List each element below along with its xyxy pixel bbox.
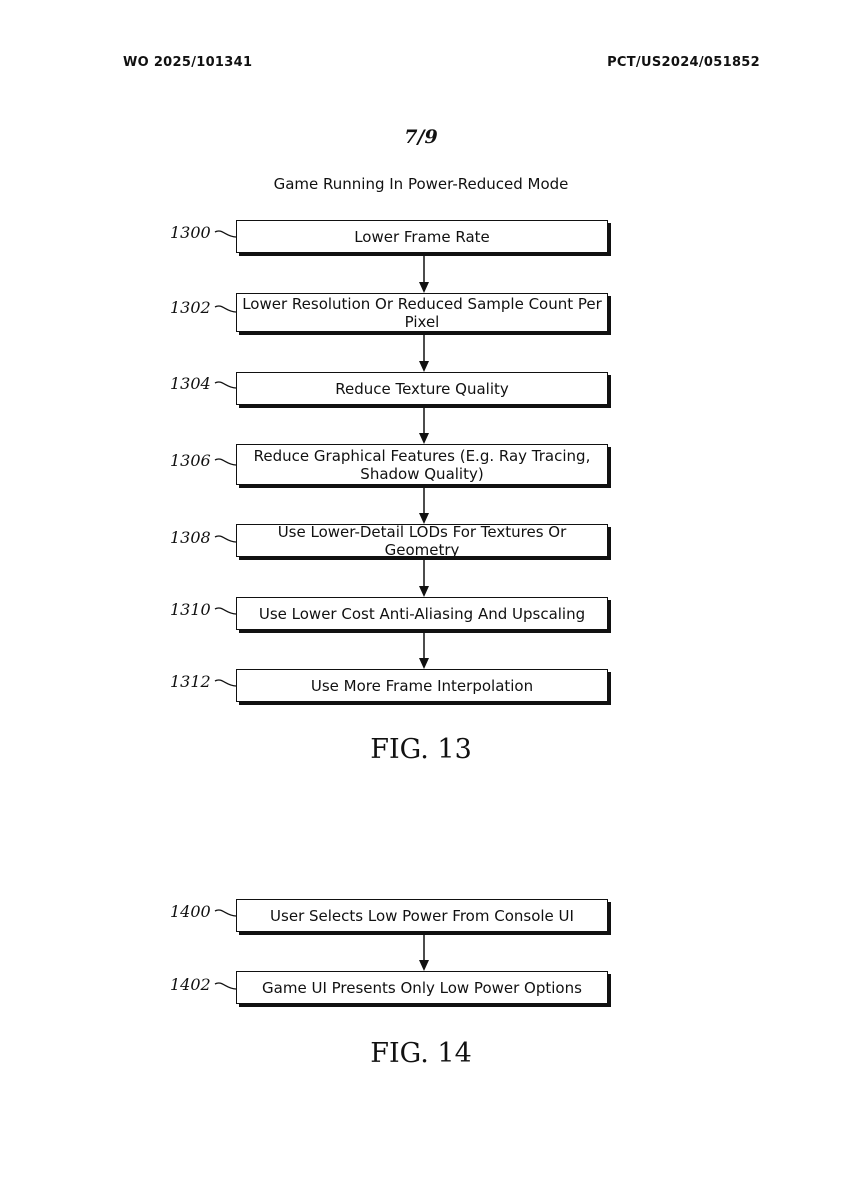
- arrow-1400-1402: [419, 935, 429, 971]
- step-box-1400: User Selects Low Power From Console UI: [236, 899, 608, 932]
- arrow-1302-1304: [419, 335, 429, 372]
- step-box-1302: Lower Resolution Or Reduced Sample Count…: [236, 293, 608, 332]
- arrow-1304-1306: [419, 408, 429, 444]
- leader-line-1302: [214, 305, 237, 313]
- step-box-1306: Reduce Graphical Features (E.g. Ray Trac…: [236, 444, 608, 485]
- leader-line-1402: [214, 982, 237, 990]
- step-box-1310: Use Lower Cost Anti-Aliasing And Upscali…: [236, 597, 608, 630]
- ref-1312: 1312: [170, 672, 211, 691]
- leader-line-1306: [214, 458, 237, 466]
- leader-line-1304: [214, 381, 237, 389]
- ref-1300: 1300: [170, 223, 211, 242]
- arrow-1308-1310: [419, 560, 429, 597]
- step-label-1302: Lower Resolution Or Reduced Sample Count…: [242, 294, 602, 331]
- step-label-1306: Reduce Graphical Features (E.g. Ray Trac…: [253, 446, 591, 483]
- step-label-1400: User Selects Low Power From Console UI: [270, 906, 574, 925]
- leader-line-1308: [214, 535, 237, 543]
- step-label-1402: Game UI Presents Only Low Power Options: [262, 978, 582, 997]
- step-box-1402: Game UI Presents Only Low Power Options: [236, 971, 608, 1004]
- step-box-1300: Lower Frame Rate: [236, 220, 608, 253]
- ref-1308: 1308: [170, 528, 211, 547]
- ref-1402: 1402: [170, 975, 211, 994]
- step-label-1300: Lower Frame Rate: [354, 227, 490, 246]
- application-number: PCT/US2024/051852: [607, 55, 760, 70]
- ref-1304: 1304: [170, 374, 211, 393]
- step-label-1304: Reduce Texture Quality: [335, 379, 509, 398]
- sheet-number: 7/9: [404, 126, 438, 148]
- ref-1400: 1400: [170, 902, 211, 921]
- step-box-1304: Reduce Texture Quality: [236, 372, 608, 405]
- leader-line-1312: [214, 679, 237, 687]
- leader-line-1310: [214, 607, 237, 615]
- step-box-1308: Use Lower-Detail LODs For Textures Or Ge…: [236, 522, 608, 559]
- arrow-1306-1308: [419, 488, 429, 524]
- step-box-1312: Use More Frame Interpolation: [236, 669, 608, 702]
- ref-1306: 1306: [170, 451, 211, 470]
- step-label-1310: Use Lower Cost Anti-Aliasing And Upscali…: [258, 604, 586, 623]
- publication-number: WO 2025/101341: [123, 55, 253, 70]
- step-label-1308: Use Lower-Detail LODs For Textures Or Ge…: [277, 522, 567, 559]
- ref-1302: 1302: [170, 298, 211, 317]
- arrow-1310-1312: [419, 633, 429, 669]
- arrow-1300-1302: [419, 256, 429, 293]
- ref-1310: 1310: [170, 600, 211, 619]
- step-label-1312: Use More Frame Interpolation: [310, 676, 534, 695]
- leader-line-1400: [214, 909, 237, 917]
- fig13-start-caption: Game Running In Power-Reduced Mode: [273, 175, 569, 193]
- fig13-label: FIG. 13: [370, 734, 472, 765]
- leader-line-1300: [214, 230, 237, 238]
- fig14-label: FIG. 14: [370, 1038, 472, 1069]
